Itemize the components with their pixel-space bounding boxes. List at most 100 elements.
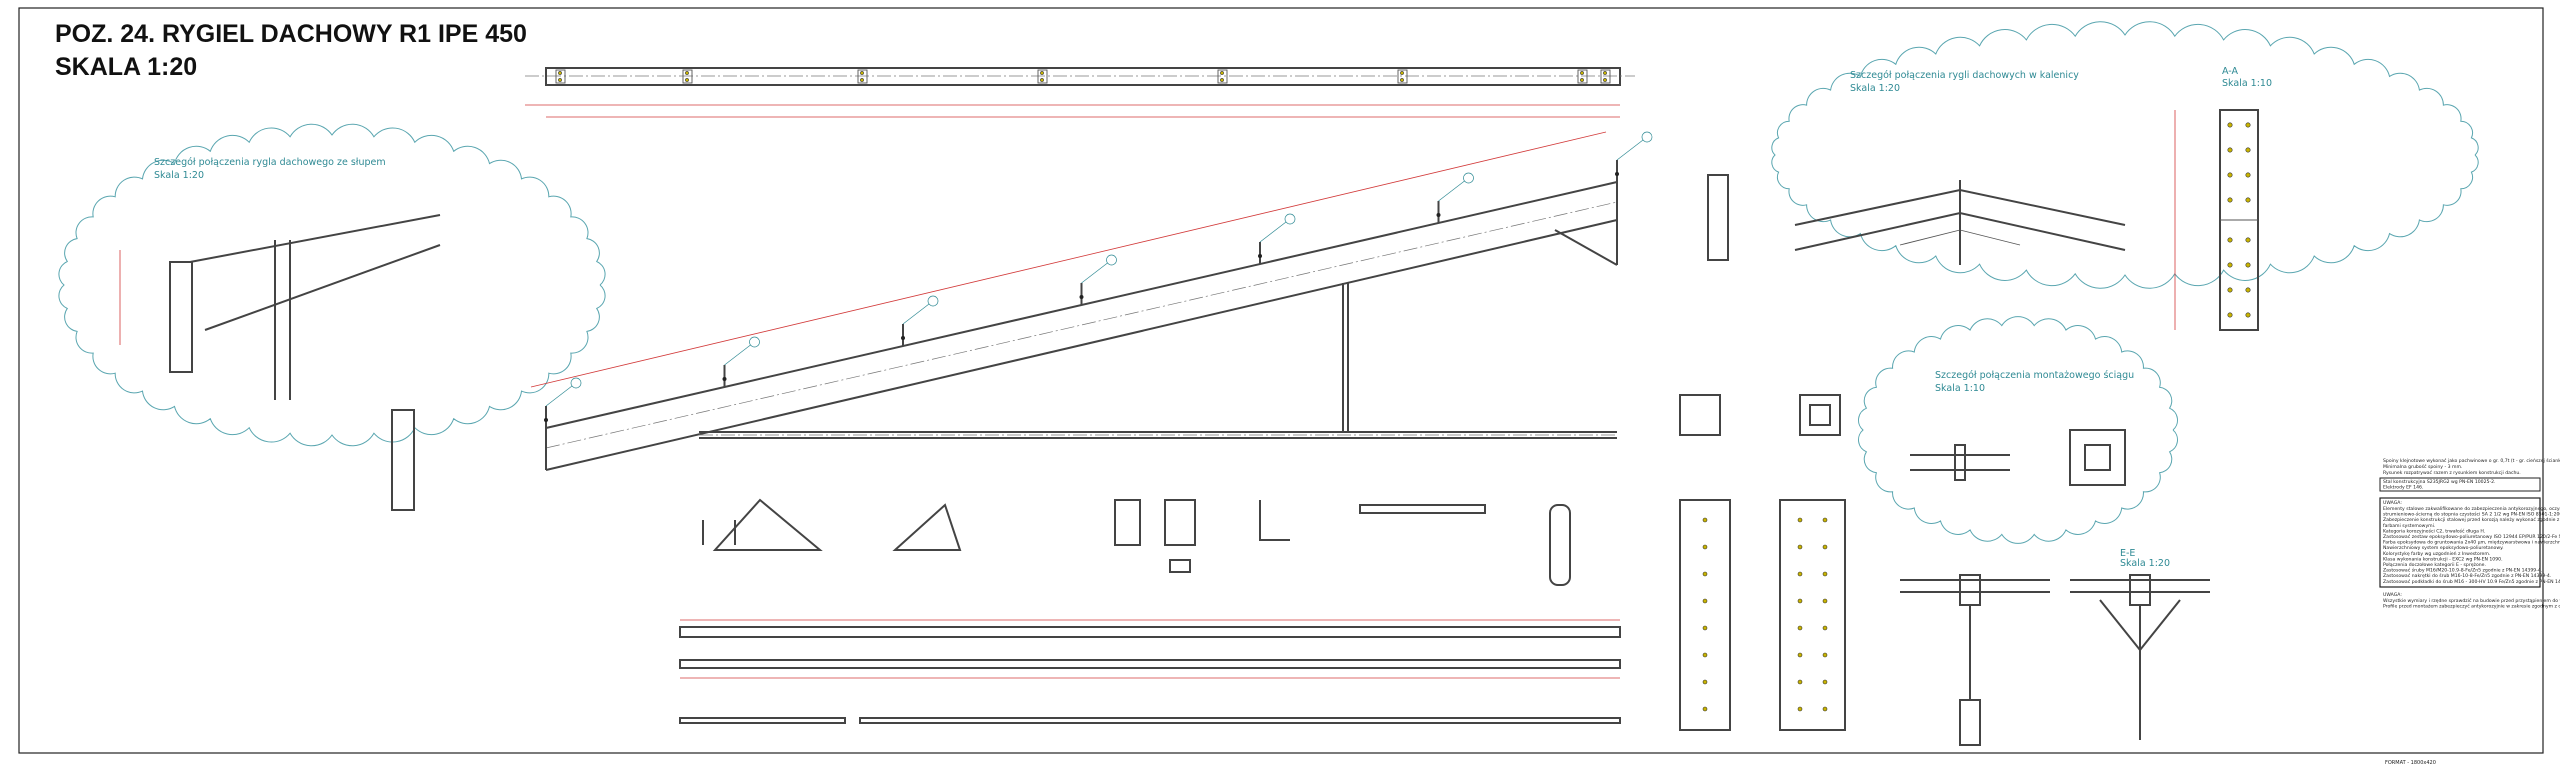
- bolt-hole-icon: [1797, 679, 1803, 685]
- note-line: Stal konstrukcyjna S235JRG2 wg PN-EN 100…: [2383, 479, 2495, 485]
- material-box: [2379, 477, 2541, 492]
- bolt-icon: [722, 377, 727, 381]
- bolt-hole-icon: [1797, 517, 1803, 523]
- bolt-icon: [685, 71, 689, 75]
- bolt-icon: [685, 78, 689, 82]
- bolt-icon: [1436, 213, 1441, 217]
- section-aa-scale: Skala 1:10: [2222, 78, 2272, 89]
- bolt-hole-icon: [1702, 706, 1708, 712]
- bolt-hole-icon: [1797, 571, 1803, 577]
- drawing-scale: SKALA 1:20: [55, 53, 197, 81]
- note-line: Elementy stalowe zakwalifikowane do zabe…: [2383, 505, 2560, 512]
- bolt-icon: [1040, 71, 1044, 75]
- note-line: Elektrody EF 146.: [2383, 485, 2423, 491]
- splice-plate: [555, 69, 566, 84]
- bolt-hole-icon: [2245, 147, 2251, 153]
- leader-line: [724, 344, 751, 366]
- bolt-icon: [1220, 71, 1224, 75]
- bolt-hole-icon: [1702, 625, 1708, 631]
- note-line: strumieniowo-ścierną do stopnia czystośc…: [2383, 511, 2560, 518]
- footer-title: UWAGA:: [2383, 592, 2402, 598]
- column-detail-caption: Szczegół połączenia rygla dachowego ze s…: [154, 157, 386, 168]
- position-marker-icon: [1284, 213, 1296, 225]
- note-line: Spoiny klejnotowe wykonać jako pachwinow…: [2383, 457, 2560, 464]
- format-label: FORMAT - 1800x420: [2385, 760, 2436, 766]
- ridge-connection-detail: Szczegół połączenia rygli dachowych w ka…: [1794, 66, 2272, 331]
- bolt-hole-icon: [2245, 122, 2251, 128]
- drawing-title: POZ. 24. RYGIEL DACHOWY R1 IPE 450: [55, 20, 527, 48]
- position-marker-icon: [570, 377, 582, 389]
- end-plate-sections: [1679, 174, 1841, 436]
- bolt-icon: [1615, 172, 1619, 176]
- bolt-hole-icon: [1797, 706, 1803, 712]
- bolt-icon: [1580, 78, 1584, 82]
- beam-top-view: [525, 67, 1635, 118]
- bolt-icon: [1400, 71, 1404, 75]
- note-line: Zastosować zestaw epoksydowo-poliuretano…: [2383, 533, 2560, 540]
- bolt-icon: [544, 418, 548, 422]
- ridge-detail-scale: Skala 1:20: [1850, 83, 1900, 94]
- leader-line: [1081, 262, 1108, 284]
- note-line: Kategoria korozyjności C2, trwałość dług…: [2383, 527, 2485, 534]
- sheet-border: [18, 7, 2544, 754]
- section-ee-label: E-E: [2120, 548, 2135, 559]
- note-line: Kolorystykę farby wg uzgodnień z Inwesto…: [2383, 550, 2490, 557]
- bolt-icon: [558, 78, 562, 82]
- revision-cloud-assembly-detail: [1858, 316, 2178, 544]
- bolt-hole-icon: [1702, 544, 1708, 550]
- bolt-hole-icon: [1822, 598, 1828, 604]
- bolt-icon: [1603, 71, 1607, 75]
- splice-plate: [857, 69, 868, 84]
- bolt-hole-icon: [2245, 197, 2251, 203]
- bolt-hole-icon: [2245, 312, 2251, 318]
- bolt-icon: [860, 78, 864, 82]
- column-connection-detail: Szczegół połączenia rygla dachowego ze s…: [119, 157, 441, 511]
- bolt-icon: [1603, 78, 1607, 82]
- bolt-hole-icon: [2227, 287, 2233, 293]
- bolt-hole-icon: [1702, 652, 1708, 658]
- assembly-connection-detail: Szczegół połączenia montażowego ściągu S…: [1910, 370, 2134, 486]
- bolt-icon: [1580, 71, 1584, 75]
- position-marker-icon: [1106, 254, 1117, 266]
- bolt-icon: [901, 336, 905, 340]
- bolt-hole-icon: [1822, 544, 1828, 550]
- column-detail-scale: Skala 1:20: [154, 170, 204, 181]
- leader-line: [902, 303, 930, 325]
- note-line: Minimalna grubość spoiny - 3 mm.: [2383, 463, 2462, 470]
- bolt-hole-icon: [2245, 287, 2251, 293]
- rafter-elevation: [530, 131, 1653, 471]
- bolt-hole-icon: [2227, 262, 2233, 268]
- bolt-hole-icon: [1702, 571, 1708, 577]
- bolt-hole-icon: [1702, 598, 1708, 604]
- splice-plate: [1600, 69, 1611, 84]
- bolt-hole-icon: [1797, 625, 1803, 631]
- bolt-icon: [1079, 295, 1084, 299]
- bolt-hole-icon: [1702, 517, 1708, 523]
- splice-plate: [682, 69, 693, 84]
- revision-cloud-ridge-detail: [1771, 21, 2479, 289]
- assembly-detail-scale: Skala 1:10: [1935, 383, 1985, 394]
- bolt-hole-icon: [2245, 237, 2251, 243]
- section-aa-label: A-A: [2222, 66, 2239, 77]
- bolt-hole-icon: [2227, 197, 2233, 203]
- bolt-hole-icon: [2245, 262, 2251, 268]
- note-line: Profile przed montażem zabezpieczyć anty…: [2383, 603, 2560, 610]
- section-ee-scale: Skala 1:20: [2120, 558, 2170, 569]
- part-details: [679, 498, 1846, 731]
- note-line: Zabezpieczenie konstrukcji stalowej prze…: [2383, 516, 2560, 523]
- assembly-detail-caption: Szczegół połączenia montażowego ściągu: [1935, 370, 2134, 381]
- bolt-hole-icon: [1797, 598, 1803, 604]
- position-marker-icon: [1641, 131, 1653, 143]
- bolt-icon: [1220, 78, 1224, 82]
- leader-line: [545, 385, 573, 407]
- position-marker-icon: [927, 295, 939, 307]
- bolt-hole-icon: [1822, 571, 1828, 577]
- note-line: Klasa wykonania konstrukcji - EXC2 wg PN…: [2383, 556, 2503, 562]
- ridge-detail-caption: Szczegół połączenia rygli dachowych w ka…: [1850, 70, 2079, 81]
- general-notes: Spoiny klejnotowe wykonać jako pachwinow…: [2379, 457, 2560, 610]
- section-ee-details: E-E Skala 1:20: [1900, 548, 2210, 746]
- splice-plate: [1577, 69, 1588, 84]
- bolt-hole-icon: [1822, 517, 1828, 523]
- note-line: farbami systemowymi.: [2383, 523, 2435, 529]
